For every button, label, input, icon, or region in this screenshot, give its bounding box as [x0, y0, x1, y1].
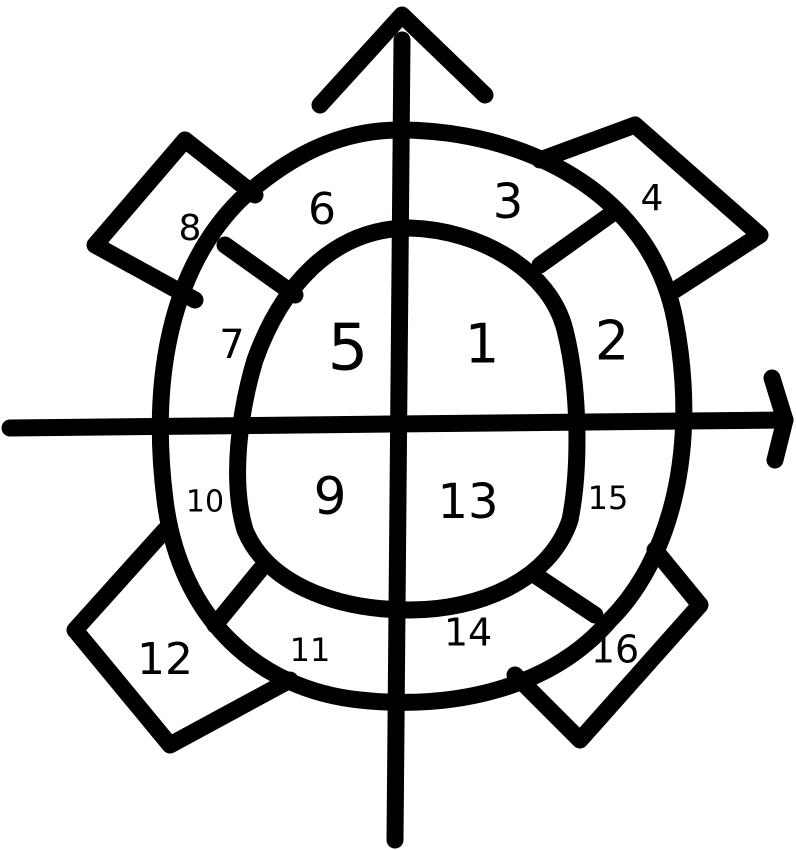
spoke-lower-right — [526, 566, 604, 624]
flipper-lower-right — [506, 541, 709, 749]
region-label-2: 2 — [595, 310, 629, 373]
flipper-upper-right — [531, 116, 769, 299]
region-label-14: 14 — [444, 611, 492, 655]
region-label-6: 6 — [308, 184, 336, 235]
y-axis-arrowhead — [311, 6, 494, 114]
region-label-16: 16 — [591, 628, 639, 672]
flipper-upper-left — [86, 131, 264, 309]
x-axis-arrowhead — [763, 369, 794, 469]
region-label-1: 1 — [465, 313, 499, 376]
outer-shell-outline — [151, 121, 693, 711]
region-label-5: 5 — [328, 312, 369, 386]
region-label-9: 9 — [313, 467, 346, 527]
spoke-upper-left — [216, 236, 304, 304]
region-label-13: 13 — [437, 474, 498, 530]
region-label-12: 12 — [137, 634, 193, 685]
inner-shell-outline — [229, 219, 586, 619]
region-label-4: 4 — [641, 178, 664, 219]
region-label-11: 11 — [290, 631, 331, 669]
region-label-15: 15 — [588, 479, 629, 517]
region-label-10: 10 — [186, 485, 224, 520]
spoke-upper-right — [531, 206, 619, 274]
region-label-8: 8 — [179, 208, 202, 249]
spoke-lower-left — [206, 561, 269, 634]
region-label-3: 3 — [493, 174, 524, 230]
y-axis-line — [386, 31, 411, 849]
region-label-7: 7 — [219, 322, 244, 368]
flipper-lower-left — [66, 521, 299, 754]
